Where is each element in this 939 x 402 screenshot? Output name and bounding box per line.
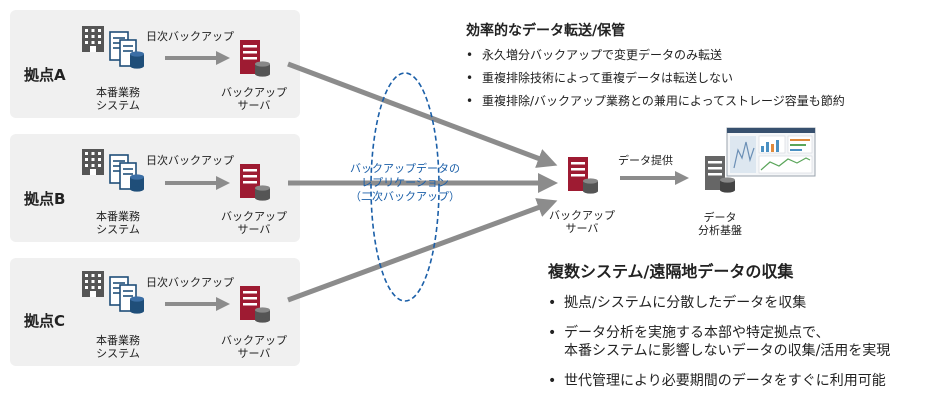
collection-bullet: 拠点/システムに分散したデータを収集 bbox=[548, 294, 936, 312]
central-backup-server-icon bbox=[568, 157, 598, 194]
replication-ellipse bbox=[370, 72, 440, 302]
site-name-c: 拠点C bbox=[24, 312, 66, 330]
backup-server-label-c: バックアップ サーバ bbox=[221, 334, 287, 360]
collection-section-title: 複数システム/遠隔地データの収集 bbox=[548, 262, 794, 281]
backup-server-icon-a bbox=[240, 40, 270, 77]
replication-label: バックアップデータの レプリケーション （二次バックアップ） bbox=[350, 162, 460, 203]
central-backup-server-label: バックアップ サーバ bbox=[549, 209, 615, 235]
production-system-label-b: 本番業務 システム bbox=[96, 210, 140, 236]
collection-section: 複数システム/遠隔地データの収集 拠点/システムに分散したデータを収集 データ分… bbox=[548, 258, 936, 402]
site-name-b: 拠点B bbox=[24, 190, 66, 208]
transfer-section-title: 効率的なデータ転送/保管 bbox=[466, 23, 626, 39]
data-platform-label: データ 分析基盤 bbox=[698, 211, 742, 237]
transfer-bullet: 重複排除/バックアップ業務との兼用によってストレージ容量も節約 bbox=[466, 94, 926, 108]
collection-bullet-list: 拠点/システムに分散したデータを収集 データ分析を実施する本部や特定拠点で、 本… bbox=[548, 294, 936, 390]
production-system-icon-b bbox=[109, 154, 145, 193]
transfer-bullet-list: 永久増分バックアップで変更データのみ転送 重複排除技術によって重複データは転送し… bbox=[466, 48, 926, 108]
production-system-icon-c bbox=[109, 276, 145, 315]
building-icon-a bbox=[82, 26, 104, 52]
collection-bullet: データ分析を実施する本部や特定拠点で、 本番システムに影響しないデータの収集/活… bbox=[548, 324, 936, 360]
daily-backup-label-a: 日次バックアップ bbox=[146, 30, 234, 43]
site-name-a: 拠点A bbox=[24, 66, 66, 84]
backup-server-icon-b bbox=[240, 164, 270, 201]
daily-backup-label-c: 日次バックアップ bbox=[146, 276, 234, 289]
daily-backup-label-b: 日次バックアップ bbox=[146, 154, 234, 167]
transfer-section: 効率的なデータ転送/保管 永久増分バックアップで変更データのみ転送 重複排除技術… bbox=[466, 20, 926, 117]
production-system-icon-a bbox=[109, 31, 145, 70]
transfer-bullet: 重複排除技術によって重複データは転送しない bbox=[466, 71, 926, 85]
collection-bullet: 世代管理により必要期間のデータをすぐに利用可能 bbox=[548, 372, 936, 390]
data-provision-label: データ提供 bbox=[618, 154, 673, 167]
backup-server-icon-c bbox=[240, 286, 270, 323]
backup-server-label-a: バックアップ サーバ bbox=[221, 86, 287, 112]
transfer-bullet: 永久増分バックアップで変更データのみ転送 bbox=[466, 48, 926, 62]
building-icon-c bbox=[82, 271, 104, 297]
production-system-label-a: 本番業務 システム bbox=[96, 86, 140, 112]
production-system-label-c: 本番業務 システム bbox=[96, 334, 140, 360]
dashboard-screenshot bbox=[726, 127, 816, 177]
replication-arrow-c bbox=[287, 198, 558, 303]
backup-server-label-b: バックアップ サーバ bbox=[221, 210, 287, 236]
replication-arrow-a bbox=[287, 61, 558, 168]
building-icon-b bbox=[82, 149, 104, 175]
